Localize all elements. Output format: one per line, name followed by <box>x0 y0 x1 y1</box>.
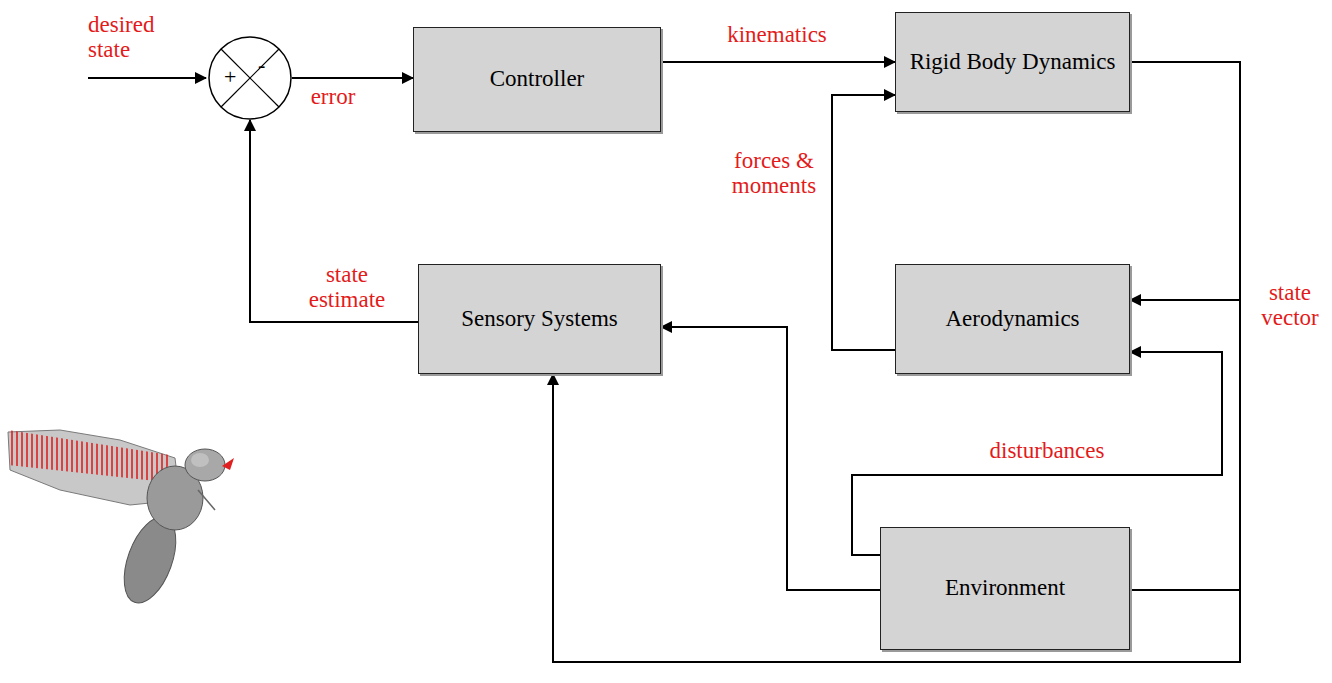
signal-label: forces & moments <box>722 148 826 199</box>
signal-connector <box>1130 62 1240 300</box>
sign-symbol: - <box>258 54 265 76</box>
signal-connector <box>250 120 418 322</box>
signal-connector <box>661 61 895 63</box>
box-label: Environment <box>945 575 1065 601</box>
box-label: Controller <box>490 66 585 92</box>
summing-junction: +- <box>208 36 292 120</box>
signal-connector <box>292 77 413 79</box>
box-label: Sensory Systems <box>461 306 618 332</box>
environment-stub-wire <box>1130 589 1240 591</box>
signal-label: state estimate <box>290 262 404 313</box>
signal-connector <box>852 352 1222 555</box>
fly-illustration <box>8 425 234 610</box>
signal-label: disturbances <box>975 438 1119 463</box>
process-box: Rigid Body Dynamics <box>895 12 1130 112</box>
sign-symbol: + <box>224 66 236 88</box>
signal-label: kinematics <box>715 22 839 47</box>
box-label: Rigid Body Dynamics <box>910 49 1116 75</box>
process-box: Sensory Systems <box>418 264 661 374</box>
process-box: Environment <box>880 527 1130 650</box>
box-label: Aerodynamics <box>945 306 1079 332</box>
signal-label: error <box>296 84 370 109</box>
process-box: Controller <box>413 27 661 132</box>
process-box: Aerodynamics <box>895 264 1130 374</box>
signal-label: desired state <box>88 12 168 63</box>
signal-connector <box>832 95 895 350</box>
junction-outline <box>208 36 292 120</box>
input-arrow <box>88 77 206 79</box>
signal-connector <box>661 327 880 590</box>
signal-label: state vector <box>1248 280 1332 331</box>
